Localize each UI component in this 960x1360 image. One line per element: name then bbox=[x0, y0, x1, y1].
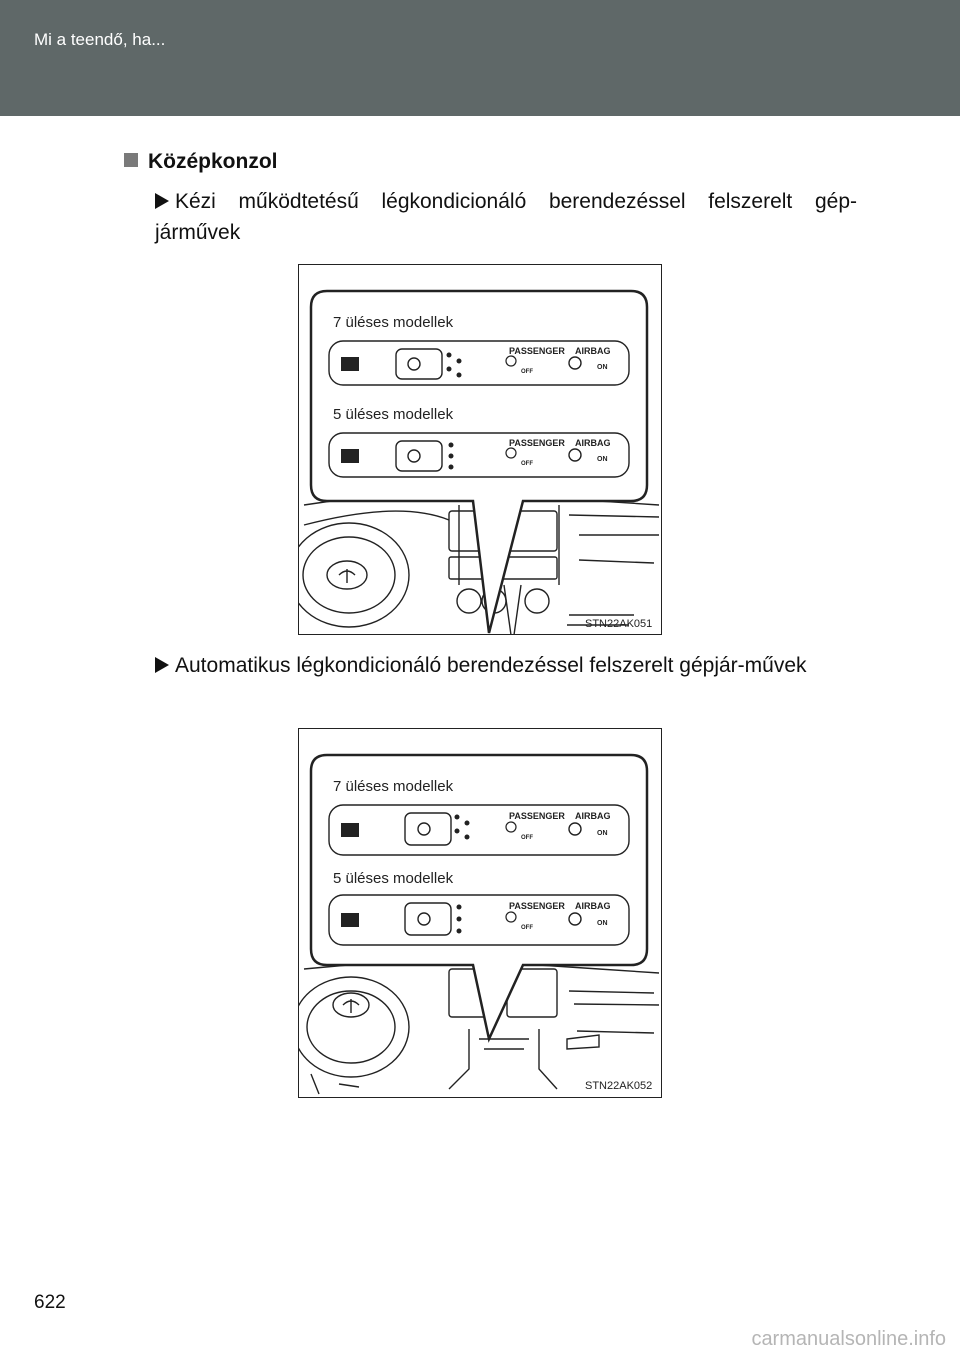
seatbelt-icon bbox=[417, 912, 431, 926]
item-text: Automatikus légkondicionáló berendezésse… bbox=[175, 654, 807, 677]
page-header: Mi a teendő, ha... bbox=[0, 0, 960, 116]
passenger-off-icon bbox=[505, 447, 517, 459]
passenger-label: PASSENGER bbox=[509, 901, 565, 911]
section-title: Középkonzol bbox=[148, 150, 278, 173]
panel-7-seat bbox=[341, 348, 582, 380]
label-7-seat: 7 üléses modellek bbox=[333, 314, 454, 331]
lock-icon bbox=[341, 913, 359, 927]
panel-5-seat bbox=[341, 902, 582, 936]
figure-illustration: 7 üléses modellek 5 üléses modellek PASS… bbox=[299, 289, 660, 634]
panel-7-seat bbox=[341, 812, 582, 846]
watermark: carmanualsonline.info bbox=[751, 1328, 946, 1350]
off-label: OFF bbox=[521, 925, 533, 931]
figure-code: STN22AK051 bbox=[585, 618, 652, 630]
square-bullet-icon bbox=[124, 153, 138, 167]
list-item: Automatikus légkondicionáló berendezésse… bbox=[155, 650, 857, 681]
on-label: ON bbox=[597, 456, 608, 463]
airbag-label: AIRBAG bbox=[575, 346, 611, 356]
airbag-on-icon bbox=[568, 822, 582, 836]
airbag-on-icon bbox=[568, 912, 582, 926]
passenger-label: PASSENGER bbox=[509, 346, 565, 356]
page-number: 622 bbox=[34, 1292, 66, 1313]
passenger-label: PASSENGER bbox=[509, 438, 565, 448]
passenger-off-icon bbox=[505, 821, 517, 833]
seatbelt-button bbox=[395, 348, 443, 380]
seatbelt-button bbox=[404, 812, 452, 846]
lock-icon bbox=[341, 449, 359, 463]
label-5-seat: 5 üléses modellek bbox=[333, 870, 454, 887]
figure-auto-ac: 7 üléses modellek 5 üléses modellek PASS… bbox=[298, 728, 662, 1098]
passenger-label: PASSENGER bbox=[509, 811, 565, 821]
on-label: ON bbox=[597, 364, 608, 371]
airbag-label: AIRBAG bbox=[575, 438, 611, 448]
seatbelt-icon bbox=[407, 357, 421, 371]
figure-code: STN22AK052 bbox=[585, 1080, 652, 1092]
figure-manual-ac: 7 üléses modellek 5 üléses modellek PASS… bbox=[298, 264, 662, 635]
airbag-label: AIRBAG bbox=[575, 901, 611, 911]
airbag-on-icon bbox=[568, 448, 582, 462]
off-label: OFF bbox=[521, 461, 533, 467]
seatbelt-icon bbox=[407, 449, 421, 463]
seatbelt-button bbox=[395, 440, 443, 472]
item-text: Kézi működtetésű légkondicionáló berende… bbox=[155, 190, 857, 244]
off-label: OFF bbox=[521, 835, 533, 841]
label-7-seat: 7 üléses modellek bbox=[333, 778, 454, 795]
passenger-off-icon bbox=[505, 355, 517, 367]
seatbelt-icon bbox=[417, 822, 431, 836]
passenger-off-icon bbox=[505, 911, 517, 923]
label-5-seat: 5 üléses modellek bbox=[333, 406, 454, 423]
triangle-bullet-icon bbox=[155, 193, 169, 209]
header-title: Mi a teendő, ha... bbox=[34, 30, 166, 49]
off-label: OFF bbox=[521, 369, 533, 375]
lock-icon bbox=[341, 823, 359, 837]
seatbelt-button bbox=[404, 902, 452, 936]
lock-icon bbox=[341, 357, 359, 371]
airbag-on-icon bbox=[568, 356, 582, 370]
airbag-label: AIRBAG bbox=[575, 811, 611, 821]
on-label: ON bbox=[597, 830, 608, 837]
on-label: ON bbox=[597, 920, 608, 927]
list-item: Kézi működtetésű légkondicionáló berende… bbox=[155, 186, 857, 248]
figure-illustration: 7 üléses modellek 5 üléses modellek PASS… bbox=[299, 753, 660, 1095]
triangle-bullet-icon bbox=[155, 657, 169, 673]
section-heading: Középkonzol bbox=[124, 150, 278, 174]
panel-5-seat bbox=[341, 440, 582, 472]
